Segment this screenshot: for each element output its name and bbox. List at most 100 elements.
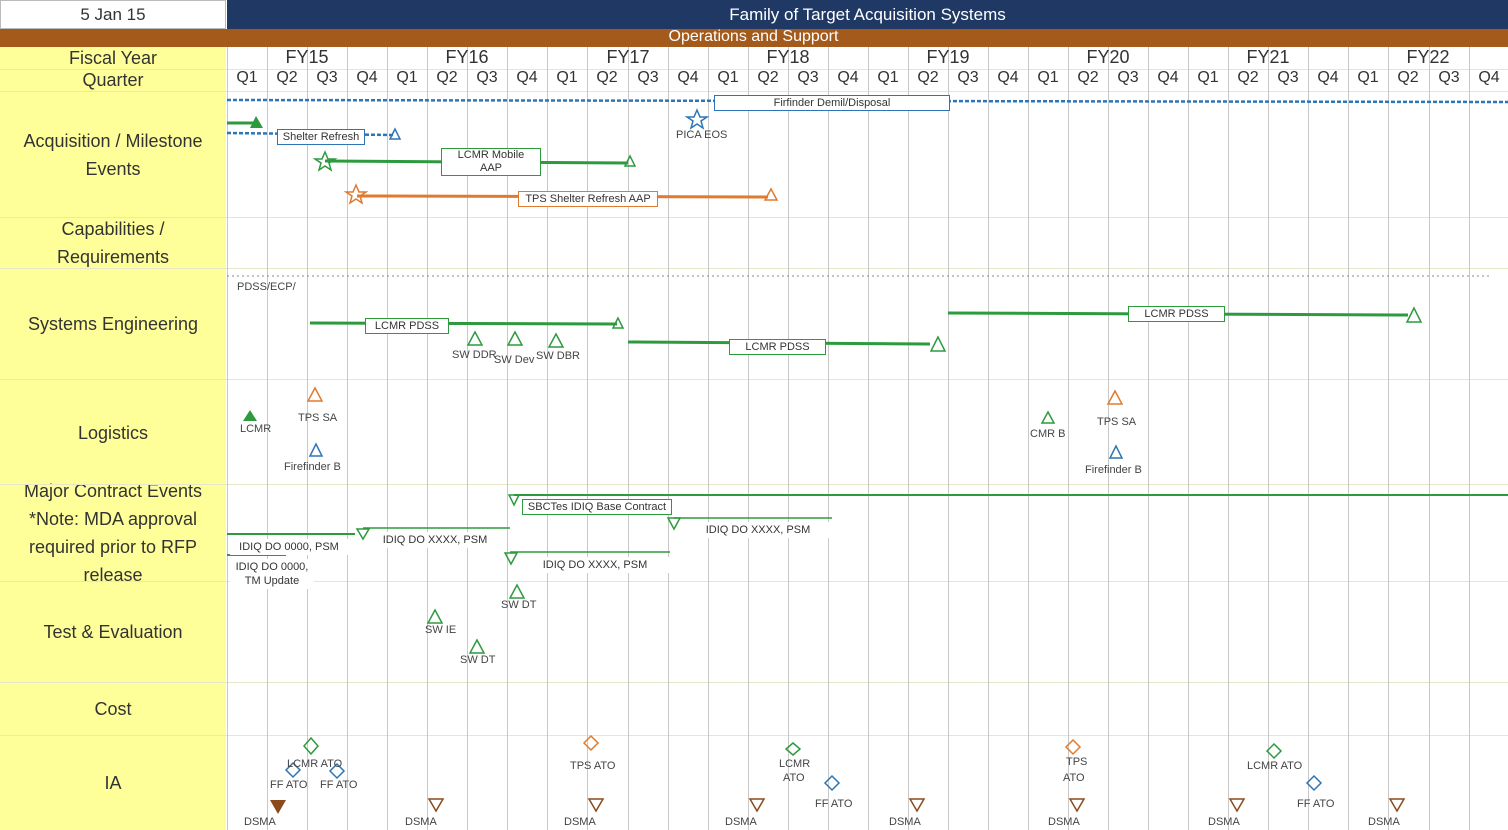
milestone-triangle xyxy=(506,330,524,346)
idiq-box-2: IDIQ DO XXXX, PSM xyxy=(370,532,500,548)
dsma-triangle xyxy=(427,798,445,813)
grid-line xyxy=(908,47,909,830)
milestone-down-triangle xyxy=(666,517,682,531)
quarter-header: Q3 xyxy=(1117,69,1139,86)
dsma-label: DSMA xyxy=(244,816,276,828)
dsma-triangle xyxy=(587,798,605,813)
phase-label: Operations and Support xyxy=(668,28,839,45)
ff-ato-label-1: FF ATO xyxy=(270,779,308,791)
milestone-triangle xyxy=(508,583,526,599)
tps-sa-label-2: TPS SA xyxy=(1097,416,1137,428)
tps-ato-label: TPS ATO xyxy=(570,760,616,772)
idiq-box-4: IDIQ DO XXXX, PSM xyxy=(683,522,833,538)
idiq-box-1: IDIQ DO 0000, PSM xyxy=(230,539,348,555)
milestone-triangle xyxy=(929,335,947,352)
lcmr-mobile-line2: AAP xyxy=(479,162,502,174)
quarter-header: Q4 xyxy=(356,69,378,86)
quarter-header: Q1 xyxy=(396,69,418,86)
quarter-header: Q3 xyxy=(637,69,659,86)
quarter-label: Quarter xyxy=(82,70,144,90)
grid-line xyxy=(1268,47,1269,830)
sw-dbr-label: SW DBR xyxy=(536,350,580,362)
grid-line xyxy=(1429,47,1430,830)
dsma-label: DSMA xyxy=(725,816,757,828)
grid-line xyxy=(788,47,789,830)
ff-ato-label-3: FF ATO xyxy=(815,798,853,810)
quarter-header: Q3 xyxy=(476,69,498,86)
milestone-triangle xyxy=(1106,389,1124,405)
quarter-header: Q3 xyxy=(1438,69,1460,86)
quarter-header: Q2 xyxy=(436,69,458,86)
chart-title: Family of Target Acquisition Systems xyxy=(227,0,1508,29)
quarter-header: Q3 xyxy=(797,69,819,86)
firefinder-b-label-2: Firefinder B xyxy=(1085,464,1142,476)
status-date: 5 Jan 15 xyxy=(0,0,226,29)
dsma-triangle xyxy=(1068,798,1086,813)
grid-line xyxy=(1308,47,1309,830)
systems-engineering-label: Systems Engineering xyxy=(27,314,199,334)
diamond-icon xyxy=(284,761,302,779)
tps-shelter-box: TPS Shelter Refresh AAP xyxy=(518,191,658,207)
ato-label-2: ATO xyxy=(1063,772,1085,784)
quarter-header: Q2 xyxy=(1397,69,1419,86)
diamond-icon xyxy=(582,734,600,752)
capabilities-label: Capabilities / Requirements xyxy=(0,218,226,268)
milestone-triangle xyxy=(1405,306,1423,323)
shelter-refresh-box: Shelter Refresh xyxy=(277,129,365,145)
diamond-icon xyxy=(328,762,346,780)
lcmr-pdss-box-2: LCMR PDSS xyxy=(729,339,826,355)
milestone-triangle xyxy=(308,442,324,457)
firefinder-demil-box: Firfinder Demil/Disposal xyxy=(714,95,950,111)
quarter-header: Q2 xyxy=(1237,69,1259,86)
idiq-box-5: IDIQ DO 0000, TM Update xyxy=(230,559,314,589)
milestone-triangle xyxy=(1040,410,1056,424)
milestone-triangle xyxy=(466,330,484,346)
sw-dev-label: SW Dev xyxy=(494,354,535,366)
capabilities-label-line2: Requirements xyxy=(56,247,170,267)
milestone-down-triangle xyxy=(355,528,371,541)
quarter-header: Q3 xyxy=(316,69,338,86)
quarter-header: Q4 xyxy=(677,69,699,86)
row-divider xyxy=(0,91,1508,92)
grid-line xyxy=(948,47,949,830)
diamond-icon xyxy=(1305,774,1323,792)
quarter-header: Q1 xyxy=(236,69,258,86)
dsma-label: DSMA xyxy=(1208,816,1240,828)
fiscal-year-header: FY18 xyxy=(766,47,810,67)
grid-line xyxy=(467,47,468,830)
quarter-header: Q2 xyxy=(596,69,618,86)
milestone-triangle xyxy=(623,154,637,167)
milestone-triangle xyxy=(547,332,565,348)
star-icon xyxy=(343,183,369,205)
grid-line xyxy=(427,47,428,830)
lcmr-ato-label-2: LCMR xyxy=(779,758,811,770)
row-divider xyxy=(0,581,1508,582)
dsma-label: DSMA xyxy=(1368,816,1400,828)
grid-line xyxy=(668,47,669,830)
grid-line xyxy=(547,47,548,830)
fiscal-year-header: FY21 xyxy=(1246,47,1290,67)
grid-line xyxy=(748,47,749,830)
ia-label: IA xyxy=(104,773,122,793)
sw-dt-label-2: SW DT xyxy=(460,654,496,666)
grid-line xyxy=(1148,47,1149,830)
acquisition-label-line2: Events xyxy=(85,158,141,179)
tps-sa-label-1: TPS SA xyxy=(298,412,338,424)
firefinder-b-label-1: Firefinder B xyxy=(284,461,341,473)
diamond-icon xyxy=(823,774,841,792)
row-divider xyxy=(0,484,1508,485)
contract-events-label: Major Contract Events *Note: MDA approva… xyxy=(0,481,226,585)
dsma-triangle xyxy=(748,798,766,813)
quarter-header: Q4 xyxy=(997,69,1019,86)
acquisition-label: Acquisition / Milestone Events xyxy=(0,92,226,217)
tps-ato-label-2: TPS xyxy=(1066,756,1088,768)
grid-line xyxy=(1188,47,1189,830)
quarter-header: Q1 xyxy=(717,69,739,86)
pdss-label: PDSS/ECP/ xyxy=(237,281,296,293)
lcmr-ato-label: LCMR ATO xyxy=(287,758,343,770)
fiscal-year-header: FY16 xyxy=(445,47,489,67)
dsma-label: DSMA xyxy=(889,816,921,828)
milestone-filled-triangle xyxy=(250,116,263,128)
quarter-header: Q3 xyxy=(1277,69,1299,86)
